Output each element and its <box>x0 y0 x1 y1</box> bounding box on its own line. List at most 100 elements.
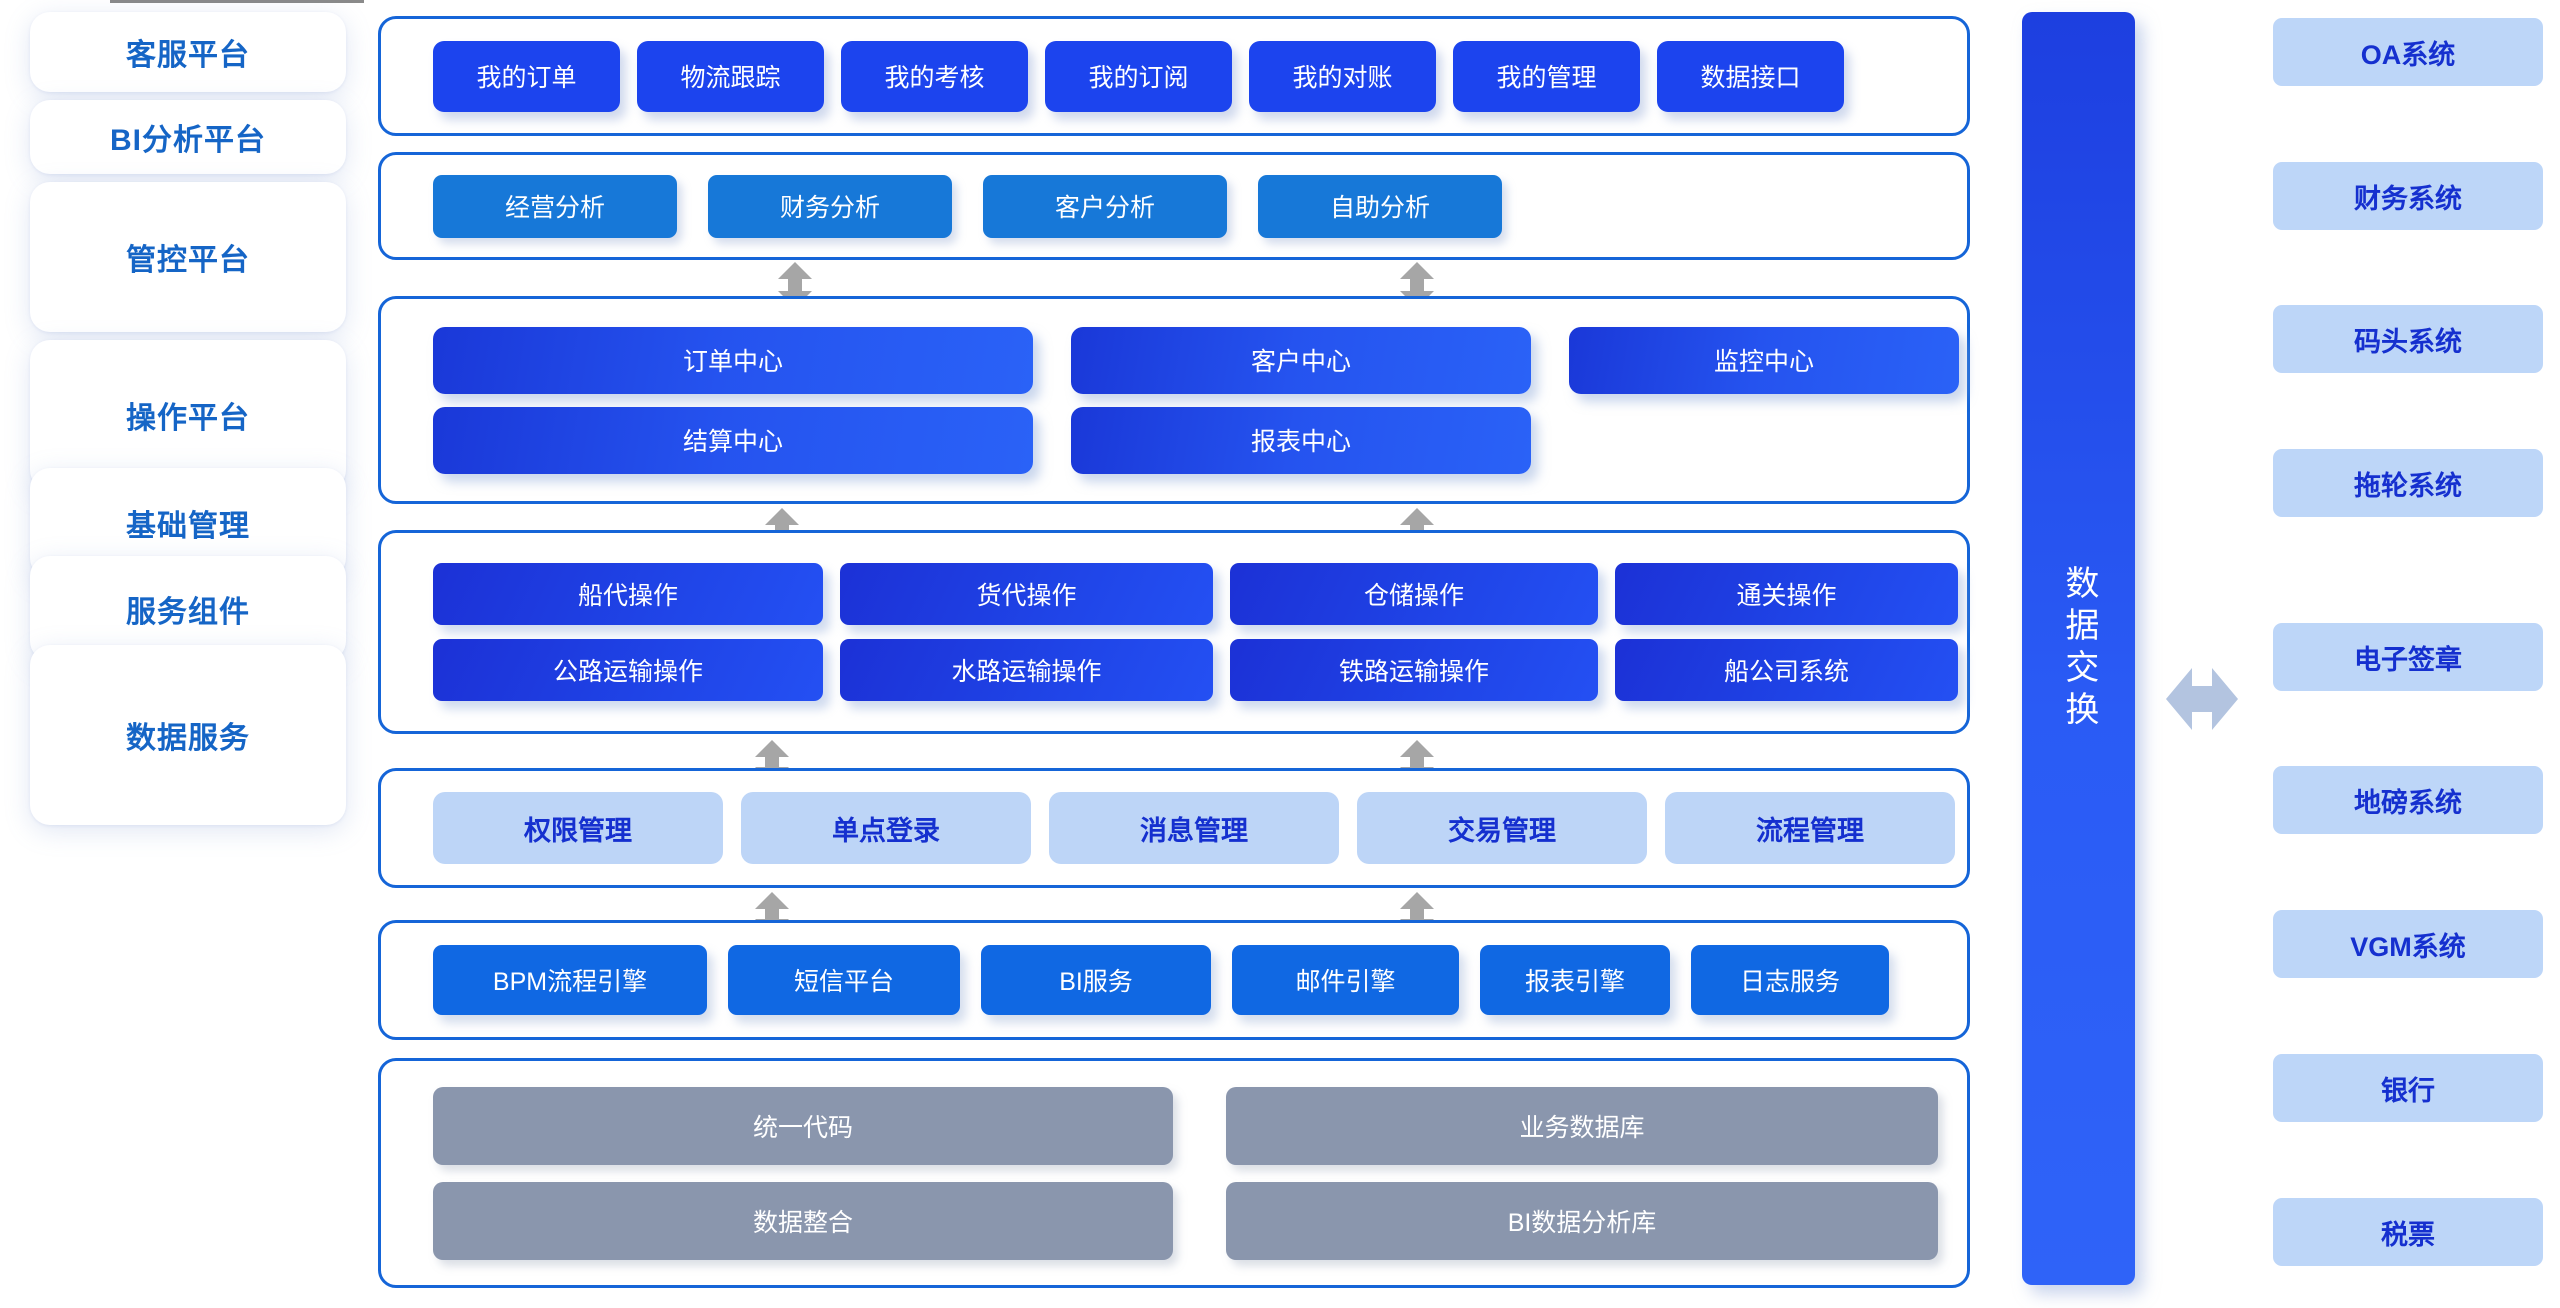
button-label: 公路运输操作 <box>552 658 703 686</box>
external-system-finance[interactable]: 财务系统 <box>2273 162 2543 230</box>
sidebar-item-customer-service[interactable]: 客服平台 <box>30 12 346 92</box>
sidebar-item-control[interactable]: 管控平台 <box>30 182 346 332</box>
button-label: 我的订单 <box>476 64 577 92</box>
button-my-orders[interactable]: 我的订单 <box>433 40 620 112</box>
button-customer-analysis[interactable]: 客户分析 <box>983 174 1227 238</box>
button-rail-transport-op[interactable]: 铁路运输操作 <box>1230 639 1598 701</box>
button-label: 我的对账 <box>1292 64 1393 92</box>
external-system-bank[interactable]: 银行 <box>2273 1054 2543 1122</box>
data-exchange-bar[interactable]: 数据交换 <box>2022 12 2135 1285</box>
button-label: 水路运输操作 <box>951 658 1102 686</box>
button-unified-code[interactable]: 统一代码 <box>433 1086 1173 1165</box>
button-label: 船代操作 <box>577 582 678 610</box>
button-label: 我的订阅 <box>1088 64 1189 92</box>
button-shipping-company-sys[interactable]: 船公司系统 <box>1615 639 1958 701</box>
button-report-center[interactable]: 报表中心 <box>1071 406 1531 474</box>
sidebar-item-data-service[interactable]: 数据服务 <box>30 645 346 825</box>
sidebar-item-service-components[interactable]: 服务组件 <box>30 556 346 661</box>
button-label: 数据接口 <box>1700 64 1801 92</box>
button-customs-op[interactable]: 通关操作 <box>1615 563 1958 625</box>
external-system-e-signature[interactable]: 电子签章 <box>2273 623 2543 691</box>
sidebar-item-label: 数据服务 <box>126 722 250 755</box>
sidebar-item-label: BI分析平台 <box>110 124 266 157</box>
button-business-db[interactable]: 业务数据库 <box>1226 1086 1938 1165</box>
button-data-integration[interactable]: 数据整合 <box>433 1181 1173 1260</box>
button-label: 结算中心 <box>682 428 783 456</box>
button-label: 订单中心 <box>682 348 783 376</box>
button-bi-service[interactable]: BI服务 <box>981 945 1211 1015</box>
button-my-management[interactable]: 我的管理 <box>1453 40 1640 112</box>
button-permission-management[interactable]: 权限管理 <box>433 792 723 864</box>
button-report-engine[interactable]: 报表引擎 <box>1480 945 1670 1015</box>
sidebar-item-label: 管控平台 <box>126 244 250 277</box>
button-label: 物流跟踪 <box>680 64 781 92</box>
button-label: 我的管理 <box>1496 64 1597 92</box>
button-bi-analysis-db[interactable]: BI数据分析库 <box>1226 1181 1938 1260</box>
button-label: 监控中心 <box>1713 348 1814 376</box>
button-label: 权限管理 <box>524 815 632 846</box>
panel-row: 船代操作 货代操作 仓储操作 通关操作 <box>381 563 1967 625</box>
button-label: 通关操作 <box>1736 582 1837 610</box>
button-message-management[interactable]: 消息管理 <box>1049 792 1339 864</box>
top-edge-divider <box>110 0 364 3</box>
button-sms-platform[interactable]: 短信平台 <box>728 945 960 1015</box>
button-label: 货代操作 <box>976 582 1077 610</box>
external-system-label: 财务系统 <box>2354 183 2462 214</box>
button-label: 经营分析 <box>504 194 605 222</box>
button-monitor-center[interactable]: 监控中心 <box>1569 326 1959 394</box>
panel-row: 权限管理 单点登录 消息管理 交易管理 流程管理 <box>381 792 1967 864</box>
button-label: 仓储操作 <box>1363 582 1464 610</box>
external-system-label: 地磅系统 <box>2354 787 2462 818</box>
button-label: 消息管理 <box>1140 815 1248 846</box>
button-settlement-center[interactable]: 结算中心 <box>433 406 1033 474</box>
button-ship-agent-op[interactable]: 船代操作 <box>433 563 823 625</box>
button-my-subscription[interactable]: 我的订阅 <box>1045 40 1232 112</box>
button-my-reconciliation[interactable]: 我的对账 <box>1249 40 1436 112</box>
panel-data-service: 统一代码 业务数据库 数据整合 BI数据分析库 <box>378 1058 1970 1288</box>
external-system-terminal[interactable]: 码头系统 <box>2273 305 2543 373</box>
external-system-label: OA系统 <box>2360 39 2456 70</box>
button-bpm-engine[interactable]: BPM流程引擎 <box>433 945 707 1015</box>
button-label: BI服务 <box>1059 968 1133 996</box>
external-systems-column: OA系统 财务系统 码头系统 拖轮系统 电子签章 地磅系统 VGM系统 银行 税… <box>2265 0 2550 1308</box>
button-order-center[interactable]: 订单中心 <box>433 326 1033 394</box>
button-my-assessment[interactable]: 我的考核 <box>841 40 1028 112</box>
external-system-label: 电子签章 <box>2354 644 2462 675</box>
external-system-vgm[interactable]: VGM系统 <box>2273 910 2543 978</box>
button-log-service[interactable]: 日志服务 <box>1691 945 1889 1015</box>
button-label: 统一代码 <box>752 1113 853 1142</box>
panel-customer-service: 我的订单 物流跟踪 我的考核 我的订阅 我的对账 我的管理 数据接口 <box>378 16 1970 136</box>
button-freight-op[interactable]: 货代操作 <box>840 563 1213 625</box>
button-self-analysis[interactable]: 自助分析 <box>1258 174 1502 238</box>
sidebar-item-operation[interactable]: 操作平台 <box>30 340 346 490</box>
panel-operation: 船代操作 货代操作 仓储操作 通关操作 公路运输操作 水路运输操作 铁路运输操作… <box>378 530 1970 734</box>
sidebar-item-label: 服务组件 <box>126 595 250 629</box>
external-system-tugboat[interactable]: 拖轮系统 <box>2273 449 2543 517</box>
button-mail-engine[interactable]: 邮件引擎 <box>1232 945 1459 1015</box>
button-trade-management[interactable]: 交易管理 <box>1357 792 1647 864</box>
button-customer-center[interactable]: 客户中心 <box>1071 326 1531 394</box>
button-business-analysis[interactable]: 经营分析 <box>433 174 677 238</box>
sidebar-item-label: 操作平台 <box>126 402 250 435</box>
panel-row: 我的订单 物流跟踪 我的考核 我的订阅 我的对账 我的管理 数据接口 <box>381 40 1967 112</box>
button-single-sign-on[interactable]: 单点登录 <box>741 792 1031 864</box>
button-data-interface[interactable]: 数据接口 <box>1657 40 1844 112</box>
external-system-label: 码头系统 <box>2354 326 2462 357</box>
button-label: 流程管理 <box>1756 815 1864 846</box>
panel-row: 结算中心 报表中心 <box>381 406 1967 474</box>
button-process-management[interactable]: 流程管理 <box>1665 792 1955 864</box>
external-system-weighbridge[interactable]: 地磅系统 <box>2273 766 2543 834</box>
sidebar-item-label: 客服平台 <box>126 39 250 72</box>
button-warehouse-op[interactable]: 仓储操作 <box>1230 563 1598 625</box>
panel-row: 数据整合 BI数据分析库 <box>381 1181 1967 1260</box>
layer-label-sidebar: 客服平台 BI分析平台 管控平台 操作平台 基础管理 服务组件 数据服务 <box>22 0 362 1308</box>
button-water-transport-op[interactable]: 水路运输操作 <box>840 639 1213 701</box>
button-logistics-track[interactable]: 物流跟踪 <box>637 40 824 112</box>
external-system-tax-invoice[interactable]: 税票 <box>2273 1198 2543 1266</box>
button-road-transport-op[interactable]: 公路运输操作 <box>433 639 823 701</box>
panel-row: 订单中心 客户中心 监控中心 <box>381 326 1967 394</box>
external-system-oa[interactable]: OA系统 <box>2273 18 2543 86</box>
button-finance-analysis[interactable]: 财务分析 <box>708 174 952 238</box>
sidebar-item-bi-analysis[interactable]: BI分析平台 <box>30 100 346 174</box>
